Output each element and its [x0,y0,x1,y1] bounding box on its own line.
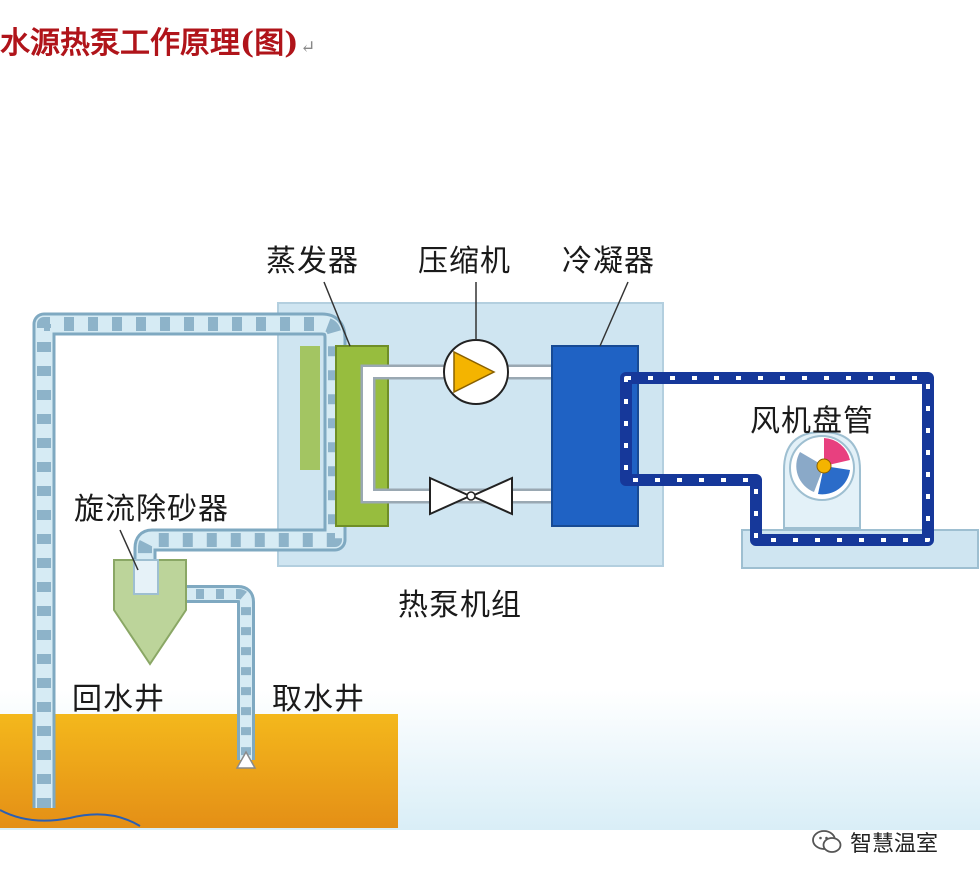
label-heat-pump-unit: 热泵机组 [398,588,522,623]
expansion-valve [429,476,513,516]
watermark: 智慧温室 [812,826,938,858]
page-title: 水源热泵工作原理(图)↵ [0,26,316,61]
label-compressor: 压缩机 [418,244,511,279]
indoor-water-pipe [620,372,934,546]
evaporator-inner-coil [300,346,320,470]
compressor-triangle [453,350,496,394]
evaporator-pointer [323,281,351,347]
condenser-pointer [599,281,629,347]
watermark-text: 智慧温室 [850,832,939,857]
label-fan-coil: 风机盘管 [750,404,874,439]
label-supply-well: 取水井 [272,682,365,717]
label-evaporator: 蒸发器 [266,244,359,279]
wechat-icon [812,830,842,853]
return-mark: ↵ [300,37,316,58]
fan-rotor [796,438,850,495]
label-condenser: 冷凝器 [562,244,655,279]
sand-separator-inlet [133,559,159,595]
sand-separator-pointer [119,529,139,571]
label-sand-separator: 旋流除砂器 [74,492,229,527]
label-return-well: 回水井 [72,682,165,717]
ground-block [0,714,398,828]
sand-separator-body [113,559,187,666]
groundwater-line [0,809,141,827]
